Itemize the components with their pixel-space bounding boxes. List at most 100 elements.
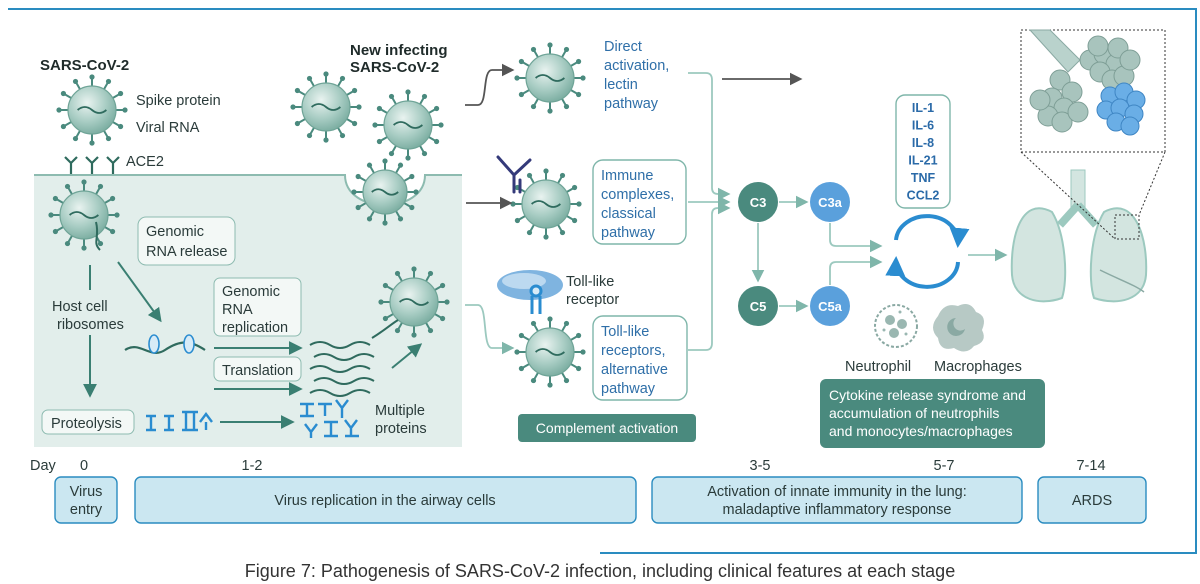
new-virus-tail — [371, 319, 399, 339]
assembled-virus — [378, 266, 450, 338]
arrow-to-direct — [465, 63, 515, 106]
c3-label: C3 — [750, 195, 767, 210]
sars-cov-2-virus — [56, 74, 128, 146]
c5-node — [738, 286, 778, 326]
c3a-node — [810, 182, 850, 222]
multiple-proteins-line1: Multiple — [375, 403, 425, 419]
figure-caption: Figure 7: Pathogenesis of SARS-CoV-2 inf… — [245, 561, 955, 581]
tlr-receptor-icon — [529, 284, 543, 314]
tlr-line2: receptors, — [601, 343, 665, 359]
direct-line1: Direct — [604, 39, 642, 55]
new-virus-2 — [372, 89, 444, 161]
new-virus-label-1: New infecting — [350, 42, 448, 59]
stage-virus-entry-line2: entry — [70, 502, 103, 518]
cytokine-item: IL-1 — [912, 101, 934, 115]
immune-line1: Immune — [601, 168, 653, 184]
stage-virus-entry — [54, 476, 118, 524]
tlr-box — [592, 315, 688, 401]
multiple-proteins-line2: proteins — [375, 421, 427, 437]
viral-rna-label: Viral RNA — [136, 120, 200, 136]
tlr-line4: pathway — [601, 381, 656, 397]
macrophages-label: Macrophages — [934, 359, 1022, 375]
stage-replication — [134, 476, 637, 524]
replication-line3: replication — [222, 320, 288, 336]
arrow-to-tlr — [465, 304, 515, 355]
stage-virus-entry-line1: Virus — [70, 484, 103, 500]
frame-line — [8, 8, 1197, 554]
ribosome-icon — [183, 334, 195, 354]
day-label: Day — [30, 458, 57, 474]
stage-replication-label: Virus replication in the airway cells — [274, 493, 495, 509]
complement-arrows — [751, 195, 1008, 313]
tlr-title-line1: Toll-like — [566, 274, 614, 290]
direct-line4: pathway — [604, 96, 659, 112]
day-7-14: 7-14 — [1076, 458, 1105, 474]
cycle-arrow-bottom — [885, 256, 960, 289]
genomic-release-line2: RNA release — [146, 244, 227, 260]
zoom-line — [1020, 151, 1116, 240]
lungs-icon — [1010, 169, 1148, 303]
tlr-line3: alternative — [601, 362, 668, 378]
cytokine-item: TNF — [911, 171, 936, 185]
day-1-2: 1-2 — [242, 458, 263, 474]
antibody-icon — [496, 155, 532, 194]
cytokine-item: IL-8 — [912, 136, 934, 150]
complement-label: Complement activation — [536, 420, 678, 436]
alveoli-icon — [1028, 29, 1146, 136]
replication-line2: RNA — [222, 302, 253, 318]
c3a-label: C3a — [818, 195, 843, 210]
arrow-to-assembly — [391, 343, 423, 369]
complement-box — [518, 414, 696, 442]
immune-line3: classical — [601, 206, 656, 222]
tlr-line1: Toll-like — [601, 324, 649, 340]
c5-label: C5 — [750, 299, 767, 314]
spike-protein-label: Spike protein — [136, 93, 221, 109]
cytokine-list-box — [895, 94, 951, 209]
stage-innate-line2: maladaptive inflammatory response — [723, 502, 952, 518]
replicated-rna-strands — [309, 341, 375, 397]
multiple-proteins-icons — [300, 399, 359, 438]
neutrophil-label: Neutrophil — [845, 359, 911, 375]
immune-line2: complexes, — [601, 187, 674, 203]
new-virus-1 — [290, 71, 362, 143]
pathway-connectors — [688, 72, 731, 351]
cytokine-item: IL-6 — [912, 119, 934, 133]
ribosome-icon — [148, 334, 160, 354]
translation-label: Translation — [222, 363, 293, 379]
c3-node — [738, 182, 778, 222]
cytokine-syndrome-line1: Cytokine release syndrome and — [829, 387, 1026, 403]
direct-line2: activation, — [604, 58, 669, 74]
day-3-5: 3-5 — [750, 458, 771, 474]
budding-virus — [351, 158, 419, 226]
ribosomes-line1: Host cell — [52, 299, 108, 315]
immune-line4: pathway — [601, 225, 656, 241]
direct-line3: lectin — [604, 77, 638, 93]
sars-cov-2-title: SARS-CoV-2 — [40, 57, 129, 74]
new-virus-label-2: SARS-CoV-2 — [350, 59, 439, 76]
genomic-release-box — [137, 216, 236, 266]
zoom-line — [1138, 151, 1166, 216]
arrow-to-rna — [117, 261, 162, 323]
immune-box — [592, 159, 687, 245]
stage-innate-immunity — [651, 476, 1023, 524]
replication-line1: Genomic — [222, 284, 280, 300]
neutrophil-icon — [874, 304, 918, 348]
tlr-title-line2: receptor — [566, 292, 619, 308]
tlr-virus — [514, 316, 586, 388]
rna-release-strand — [95, 221, 101, 251]
cytokine-syndrome-box — [820, 379, 1045, 448]
stage-innate-line1: Activation of innate immunity in the lun… — [707, 484, 967, 500]
immune-complex-virus — [510, 168, 582, 240]
day-0: 0 — [80, 458, 88, 474]
proteolysis-box — [41, 409, 135, 435]
proteolysis-label: Proteolysis — [51, 416, 122, 432]
cytokine-syndrome-line3: and monocytes/macrophages — [829, 423, 1013, 439]
ribosomes-line2: ribosomes — [57, 317, 124, 333]
stage-ards — [1037, 476, 1147, 524]
genomic-release-line1: Genomic — [146, 224, 204, 240]
stage-ards-label: ARDS — [1072, 493, 1112, 509]
ace2-receptors — [64, 156, 120, 174]
cytokine-item: CCL2 — [907, 189, 940, 203]
translation-box — [213, 356, 302, 382]
